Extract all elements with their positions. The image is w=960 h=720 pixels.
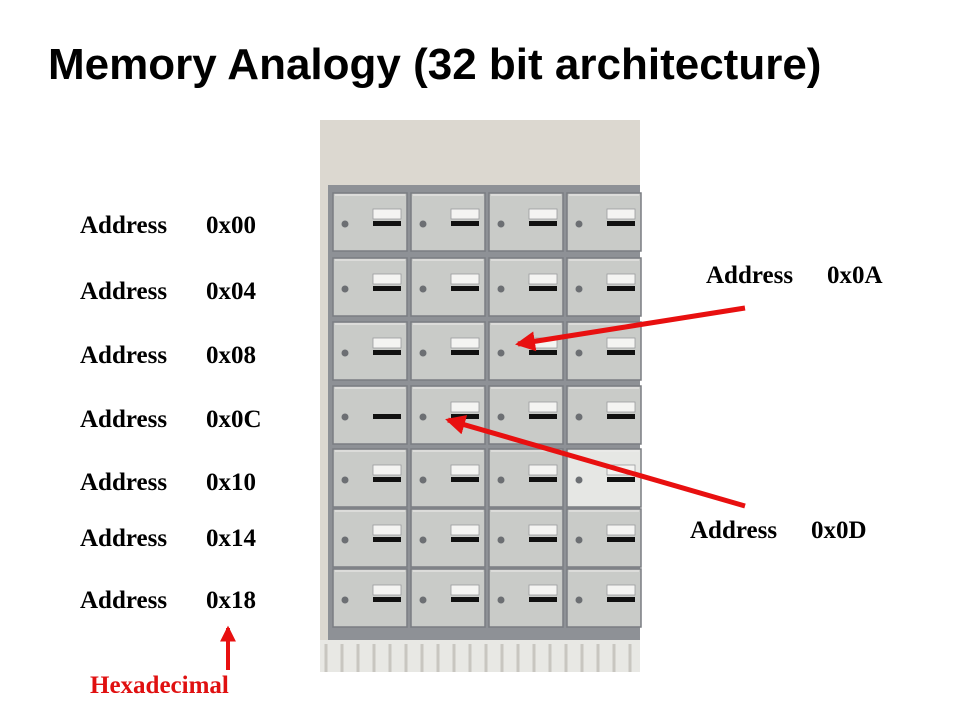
mailbox-door (566, 568, 642, 628)
mailbox-door (410, 321, 486, 381)
mailbox-door (566, 321, 642, 381)
address-word: Address (80, 212, 168, 239)
address-value: 0x04 (206, 278, 256, 305)
mailbox-lock (575, 413, 583, 421)
mailbox-lock (419, 349, 427, 357)
mailbox-lock (341, 220, 349, 228)
mailbox-door (332, 568, 408, 628)
mailbox-door (332, 508, 408, 568)
callout-word: Address (690, 517, 778, 544)
mailbox-lock (419, 413, 427, 421)
address-label-0x00: Address 0x00 (80, 212, 256, 240)
mailbox-lock (575, 476, 583, 484)
mailbox-door (566, 192, 642, 252)
address-word: Address (80, 525, 168, 552)
address-value: 0x14 (206, 525, 256, 552)
address-value: 0x18 (206, 587, 256, 614)
mailbox-lock (575, 285, 583, 293)
mailbox-door (332, 192, 408, 252)
mailbox-lock (341, 596, 349, 604)
mailbox-lock (341, 285, 349, 293)
mailbox-lock (341, 349, 349, 357)
address-value: 0x0C (206, 406, 262, 433)
mailbox-door (566, 257, 642, 317)
mailbox-lock (497, 413, 505, 421)
mailbox-lock (419, 220, 427, 228)
mailbox-lock (497, 476, 505, 484)
address-word: Address (80, 278, 168, 305)
photo-floor (320, 640, 640, 672)
mailbox-door (488, 321, 564, 381)
address-word: Address (80, 469, 168, 496)
mailbox-door (488, 508, 564, 568)
mailbox-door (332, 321, 408, 381)
mailbox-lock (341, 536, 349, 544)
mailbox-door (488, 257, 564, 317)
mailbox-door (488, 192, 564, 252)
slide-title: Memory Analogy (32 bit architecture) (48, 40, 822, 89)
address-label-0x04: Address 0x04 (80, 278, 256, 306)
mailbox-lock (575, 220, 583, 228)
mailbox-door (566, 508, 642, 568)
mailbox-door (566, 385, 642, 445)
mailbox-lock (497, 349, 505, 357)
callout-0x0a: Address 0x0A (706, 262, 883, 290)
address-label-0x14: Address 0x14 (80, 525, 256, 553)
address-word: Address (80, 587, 168, 614)
mailbox-lock (575, 536, 583, 544)
mailbox-door (410, 568, 486, 628)
mailbox-door (410, 385, 486, 445)
mailbox-door (488, 385, 564, 445)
mailbox-lock (497, 596, 505, 604)
mailbox-door (566, 448, 642, 508)
mailbox-door (488, 568, 564, 628)
callout-0x0d: Address 0x0D (690, 517, 867, 545)
mailbox-lock (575, 349, 583, 357)
mailbox-lock (341, 413, 349, 421)
floor-stripes (324, 644, 632, 672)
callout-value: 0x0A (827, 262, 883, 289)
mailbox-lock (341, 476, 349, 484)
mailbox-door (332, 257, 408, 317)
mailbox-lock (419, 285, 427, 293)
mailbox-door (410, 448, 486, 508)
address-word: Address (80, 342, 168, 369)
callout-word: Address (706, 262, 794, 289)
callout-value: 0x0D (811, 517, 867, 544)
hexadecimal-label: Hexadecimal (90, 672, 229, 699)
mailbox-door (410, 508, 486, 568)
mailbox-door (488, 448, 564, 508)
mailbox-lock (419, 476, 427, 484)
address-label-0x10: Address 0x10 (80, 469, 256, 497)
address-label-0x18: Address 0x18 (80, 587, 256, 615)
mailbox-lock (497, 536, 505, 544)
mailbox-door (332, 448, 408, 508)
address-word: Address (80, 406, 168, 433)
mailbox-lock (419, 536, 427, 544)
address-value: 0x10 (206, 469, 256, 496)
mailbox-door (410, 257, 486, 317)
address-label-0x08: Address 0x08 (80, 342, 256, 370)
mailbox-door (332, 385, 408, 445)
address-label-0x0c: Address 0x0C (80, 406, 262, 434)
mailbox-lock (419, 596, 427, 604)
mailbox-lock (497, 285, 505, 293)
address-value: 0x08 (206, 342, 256, 369)
mailbox-door (410, 192, 486, 252)
mailbox-lock (575, 596, 583, 604)
address-value: 0x00 (206, 212, 256, 239)
mailbox-lock (497, 220, 505, 228)
